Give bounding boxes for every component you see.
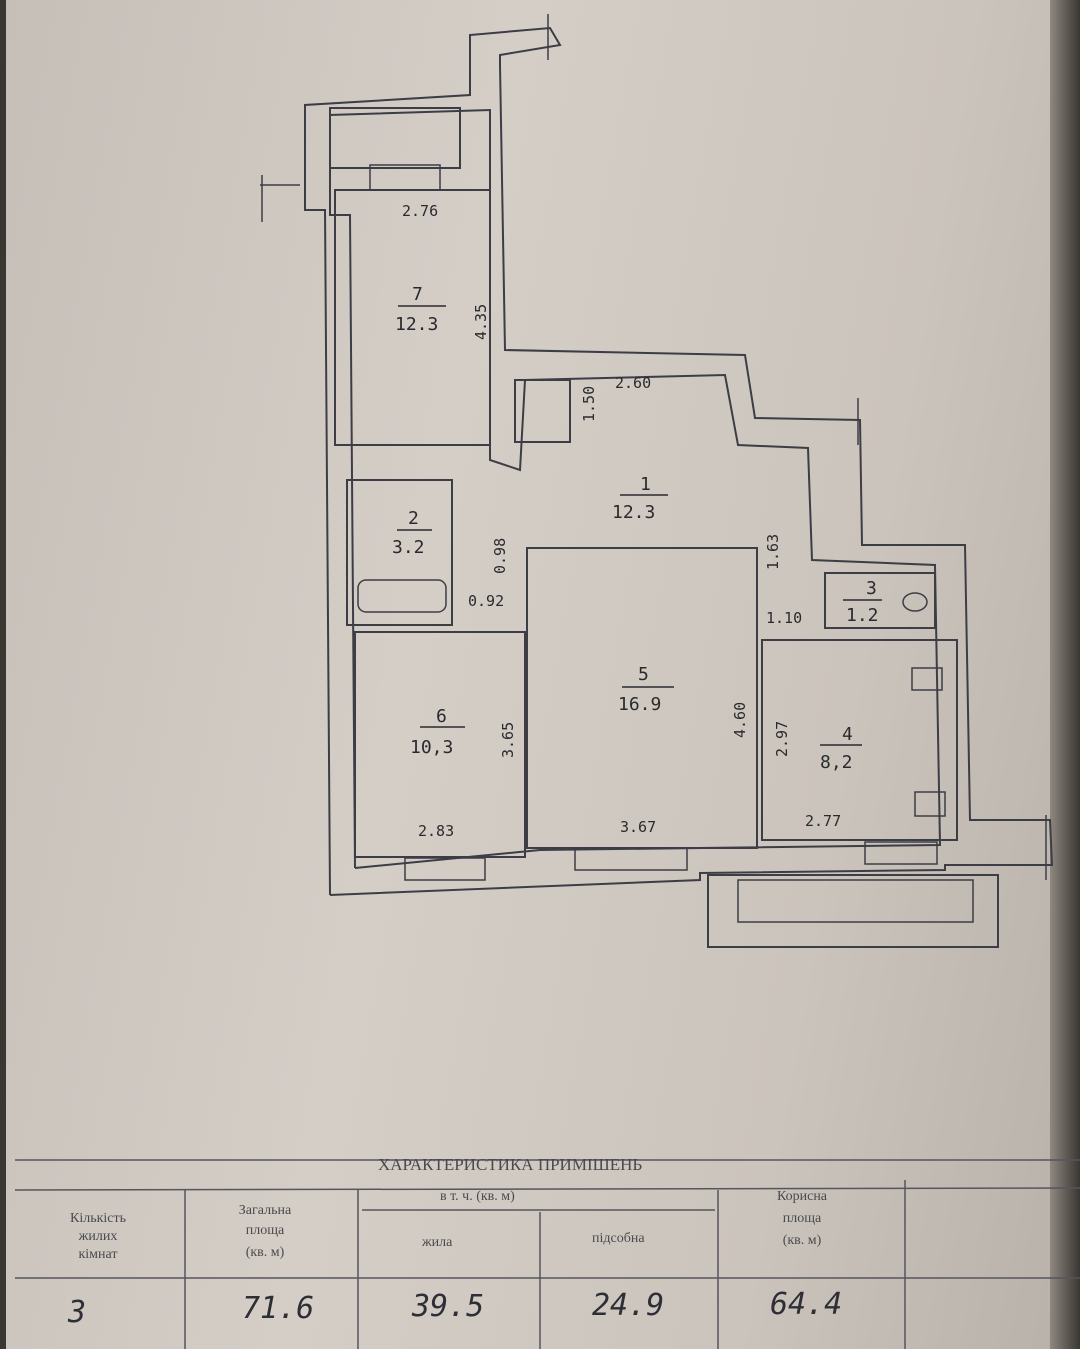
room-6-area: 10,3 <box>410 737 453 758</box>
header-living: жила <box>421 1235 453 1250</box>
dim-3-67: 3.67 <box>620 818 656 836</box>
room-1-number: 1 <box>640 474 651 495</box>
dim-2-83: 2.83 <box>418 822 454 840</box>
window-bottom-2 <box>574 847 688 871</box>
dim-2-60: 2.60 <box>615 374 651 392</box>
value-living: 39.5 <box>411 1289 484 1324</box>
room-2-outline <box>346 479 453 626</box>
value-rooms: 3 <box>67 1295 86 1330</box>
window-bottom-1 <box>404 857 486 881</box>
dim-2-97: 2.97 <box>773 721 791 757</box>
dim-4-35: 4.35 <box>472 304 490 340</box>
document-sheet <box>6 0 1056 1349</box>
sink <box>911 667 943 691</box>
stove <box>914 791 946 817</box>
dim-0-92: 0.92 <box>468 592 504 610</box>
value-useful: 64.4 <box>770 1287 842 1322</box>
page-edge <box>1050 0 1080 1349</box>
bathtub <box>357 579 447 613</box>
room-7-number: 7 <box>412 284 423 305</box>
room-1-area: 12.3 <box>612 502 655 523</box>
balcony-top <box>329 107 461 169</box>
characteristics-table <box>14 1159 1080 1349</box>
header-incl: в т. ч. (кв. м) <box>440 1189 515 1204</box>
room-6-outline <box>354 631 526 858</box>
dim-2-76: 2.76 <box>402 202 438 220</box>
room-3-outline <box>824 572 936 629</box>
header-aux: підсобна <box>592 1231 645 1246</box>
room-3-area: 1.2 <box>846 605 879 626</box>
value-total: 71.6 <box>242 1291 314 1326</box>
balcony-bottom-inner <box>737 879 974 923</box>
room-7-area: 12.3 <box>395 314 438 335</box>
window-top <box>369 164 441 191</box>
room-6-number: 6 <box>436 706 447 727</box>
dim-4-60: 4.60 <box>731 702 749 738</box>
room-4-number: 4 <box>842 724 853 745</box>
room-5-area: 16.9 <box>618 694 661 715</box>
dim-0-98: 0.98 <box>491 538 509 574</box>
value-aux: 24.9 <box>592 1288 664 1323</box>
dim-3-65: 3.65 <box>499 722 517 758</box>
window-bottom-3 <box>864 841 938 865</box>
table-title: ХАРАКТЕРИСТИКА ПРИМІШЕНЬ <box>378 1155 642 1174</box>
room-5-number: 5 <box>638 664 649 685</box>
toilet <box>902 592 928 612</box>
room-2-number: 2 <box>408 508 419 529</box>
dim-2-77: 2.77 <box>805 812 841 830</box>
dim-1-63: 1.63 <box>764 534 782 570</box>
room-2-area: 3.2 <box>392 537 425 558</box>
closet <box>514 379 571 443</box>
dim-1-50: 1.50 <box>580 386 598 422</box>
balcony-bottom <box>707 874 999 948</box>
room-4-outline <box>761 639 958 841</box>
dim-1-10: 1.10 <box>766 609 802 627</box>
room-3-number: 3 <box>866 578 877 599</box>
outer-wall <box>304 26 1054 896</box>
room-4-area: 8,2 <box>820 752 853 773</box>
